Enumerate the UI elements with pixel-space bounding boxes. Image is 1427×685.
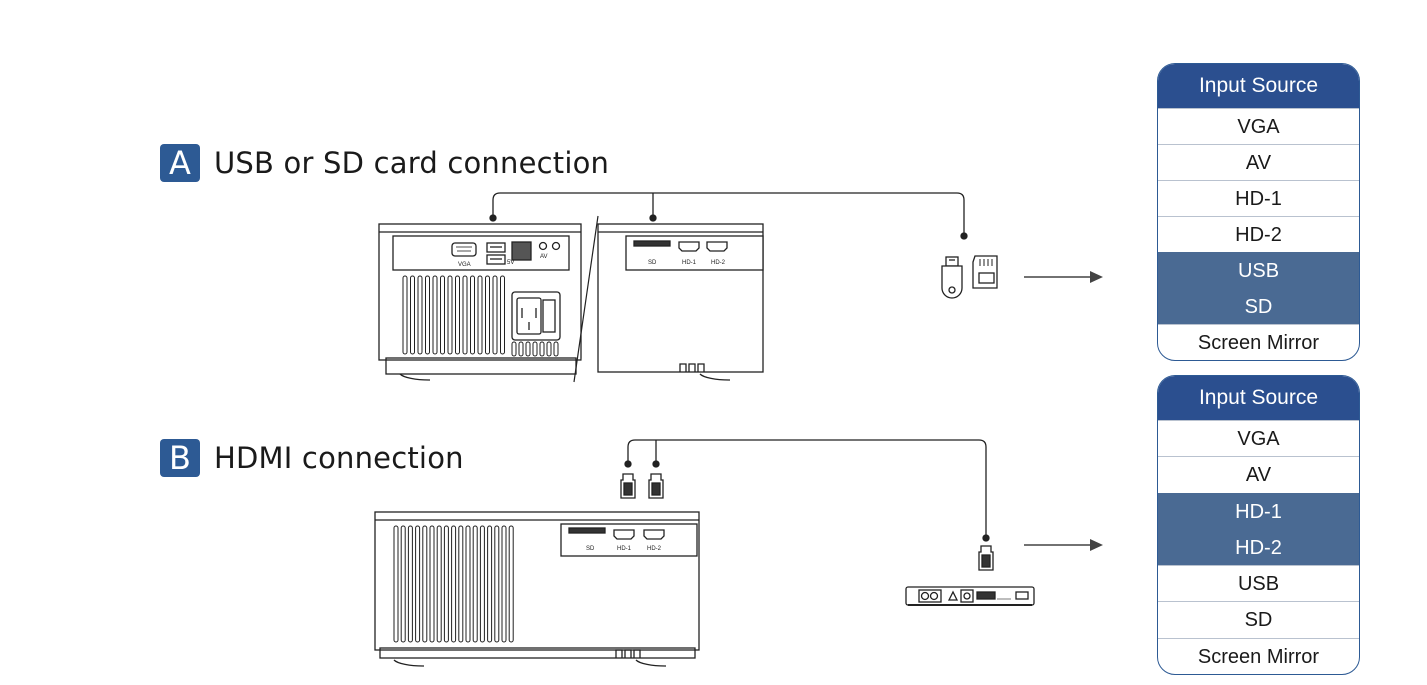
vent-slot	[443, 525, 449, 643]
menu-item-screen-mirror[interactable]: Screen Mirror	[1158, 637, 1359, 674]
vga-label: VGA	[458, 262, 471, 268]
hdmi-plug-icon	[648, 473, 664, 499]
section-a-heading: A USB or SD card connection	[160, 144, 609, 182]
vent-slot	[432, 275, 438, 355]
sd-card-icon	[972, 255, 998, 289]
usb-port-1-icon	[486, 242, 506, 253]
menu-title: Input Source	[1158, 64, 1359, 108]
menu-item-av[interactable]: AV	[1158, 144, 1359, 180]
menu-item-vga[interactable]: VGA	[1158, 420, 1359, 456]
vent-slot	[470, 275, 475, 355]
section-b-heading: B HDMI connection	[160, 439, 464, 477]
hdmi-port-2-icon	[706, 241, 728, 252]
sd-slot-b-icon	[568, 527, 606, 534]
vent-slot	[462, 275, 468, 355]
vent-slot	[492, 275, 498, 355]
vent-slot	[539, 341, 545, 357]
vent-slot	[436, 525, 442, 643]
section-b-badge: B	[160, 439, 200, 477]
vent-slot	[400, 525, 406, 643]
vent-slot	[500, 275, 505, 355]
usb-port-2-icon	[486, 254, 506, 265]
menu-item-screen-mirror[interactable]: Screen Mirror	[1158, 324, 1359, 360]
projector-b: SD HD-1 HD-2	[374, 511, 700, 667]
dc5v-label: 5V	[507, 260, 514, 266]
vga-port-icon	[451, 242, 477, 257]
vent-slot	[546, 341, 552, 357]
menu-title: Input Source	[1158, 376, 1359, 420]
vent-slot	[487, 525, 493, 643]
vent-slot	[425, 275, 430, 355]
hdmi-plug-icon	[978, 545, 994, 571]
vent-slot	[553, 341, 559, 357]
menu-item-av[interactable]: AV	[1158, 456, 1359, 492]
hd2-label-b: HD-2	[647, 546, 662, 552]
section-a-badge: A	[160, 144, 200, 182]
hdmi-plug-icon	[620, 473, 636, 499]
vent-slot	[455, 275, 460, 355]
vent-slot	[511, 341, 517, 357]
ir-icon	[551, 241, 561, 251]
hd2-label: HD-2	[711, 260, 726, 266]
menu-item-sd[interactable]: SD	[1158, 288, 1359, 324]
usb-flash-drive-icon	[941, 256, 963, 299]
vent-slot	[451, 525, 457, 643]
vent-slot	[417, 275, 423, 355]
vent-slot	[402, 275, 408, 355]
vent-slot	[501, 525, 507, 643]
menu-item-hd-1[interactable]: HD-1	[1158, 180, 1359, 216]
dc-port-icon	[511, 241, 532, 261]
vent-slot	[472, 525, 478, 643]
vent-slot	[422, 525, 428, 643]
hdmi-port-1-b-icon	[613, 529, 635, 540]
vent-slot	[494, 525, 500, 643]
hd1-label-b: HD-1	[617, 546, 632, 552]
vent-slot	[429, 525, 435, 643]
media-box-icon	[905, 586, 1035, 606]
vent-slot	[465, 525, 471, 643]
vent-slot	[479, 525, 485, 643]
av-label: AV	[540, 254, 548, 260]
menu-item-hd-1[interactable]: HD-1	[1158, 492, 1359, 529]
vent-slot	[440, 275, 445, 355]
vent-slot	[410, 275, 415, 355]
vent-slot	[458, 525, 464, 643]
section-a-title: USB or SD card connection	[214, 146, 610, 180]
vent-slot	[485, 275, 490, 355]
vent-slot	[393, 525, 399, 643]
menu-item-vga[interactable]: VGA	[1158, 108, 1359, 144]
hdmi-port-1-icon	[678, 241, 700, 252]
projector-a: VGA 5V AV SD HD-1 HD-2	[378, 215, 764, 383]
sd-label: SD	[648, 260, 657, 266]
vent-slot	[518, 341, 524, 357]
hd1-label: HD-1	[682, 260, 697, 266]
vent-slot	[447, 275, 453, 355]
menu-item-hd-2[interactable]: HD-2	[1158, 528, 1359, 566]
vent-slot	[477, 275, 483, 355]
sd-slot-icon	[633, 240, 671, 247]
vent-slot	[508, 525, 514, 643]
av-jack-icon	[538, 241, 548, 251]
arrow-right-icon	[1024, 271, 1103, 283]
arrow-right-icon	[1024, 539, 1103, 551]
menu-item-hd-2[interactable]: HD-2	[1158, 216, 1359, 252]
menu-item-usb[interactable]: USB	[1158, 252, 1359, 288]
section-b-title: HDMI connection	[214, 441, 464, 475]
sd-label-b: SD	[586, 546, 595, 552]
menu-item-sd[interactable]: SD	[1158, 601, 1359, 637]
vents-a	[402, 275, 559, 357]
hdmi-port-2-b-icon	[643, 529, 665, 540]
vent-slot	[525, 341, 531, 357]
vent-slot	[415, 525, 421, 643]
menu-item-usb[interactable]: USB	[1158, 565, 1359, 601]
vent-slot	[407, 525, 413, 643]
vent-slot	[532, 341, 538, 357]
vents-b	[393, 525, 514, 643]
